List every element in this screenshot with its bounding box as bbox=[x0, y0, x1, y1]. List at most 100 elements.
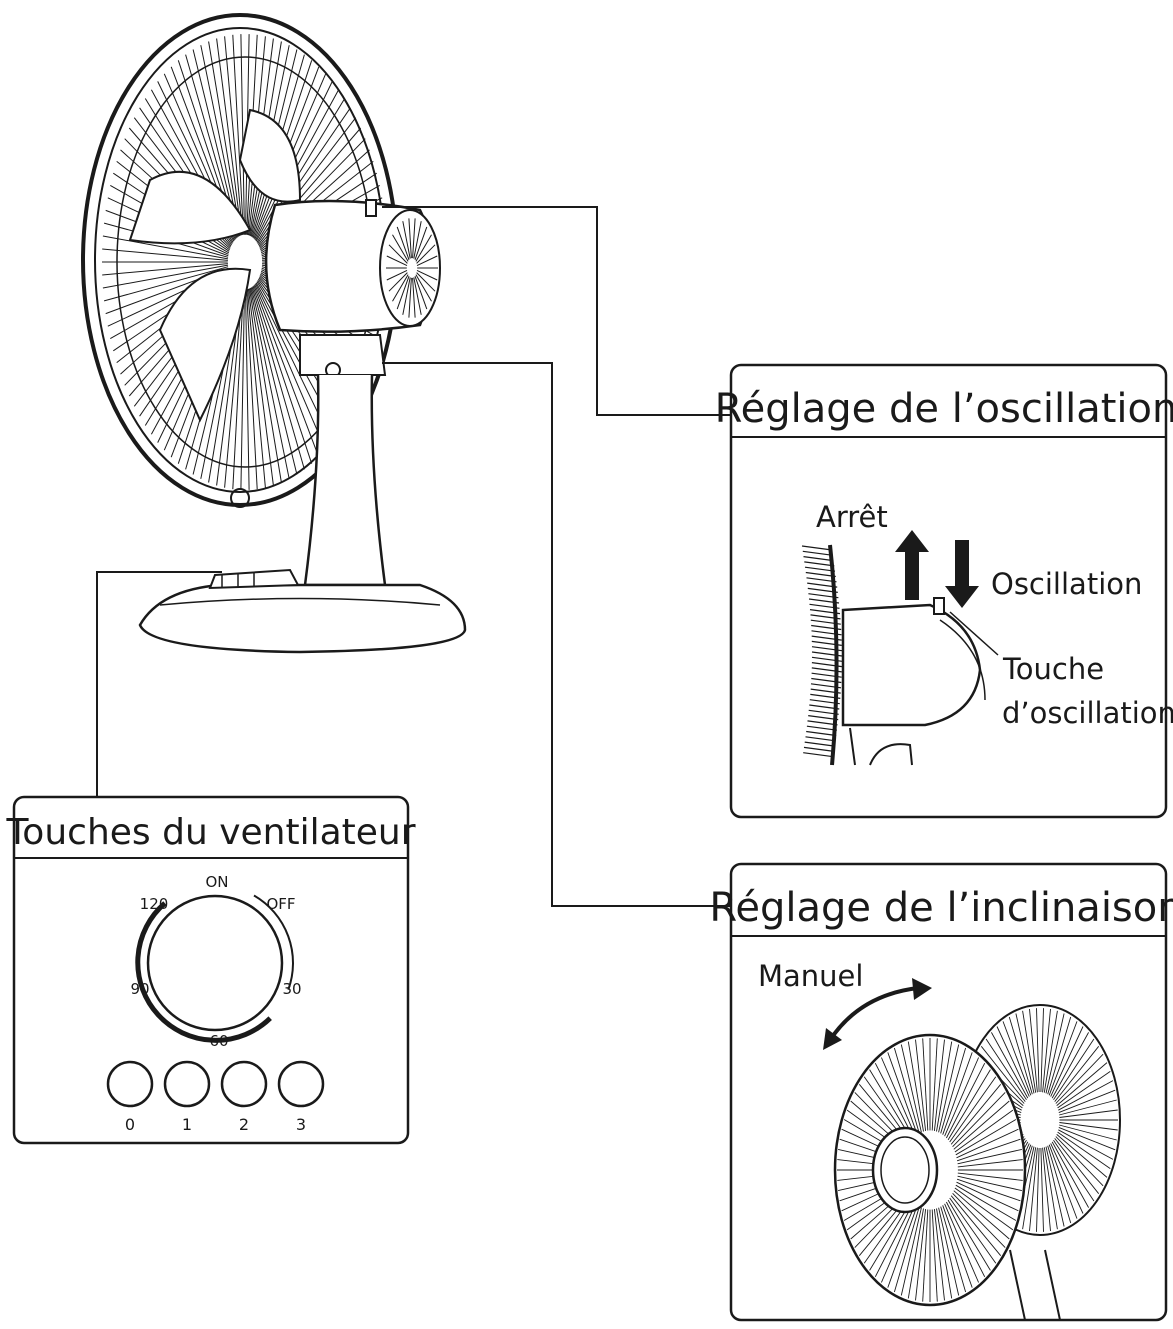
guard-wire bbox=[232, 289, 244, 490]
controls-panel-title: Touches du ventilateur bbox=[5, 812, 415, 853]
guard-wire bbox=[416, 244, 436, 264]
guard-wire bbox=[893, 1206, 920, 1293]
guard-wire bbox=[1047, 1145, 1072, 1224]
guard-wire bbox=[949, 1076, 997, 1143]
guard-wire bbox=[392, 274, 409, 302]
guard-wire bbox=[396, 276, 410, 310]
guard-wire bbox=[957, 1175, 1022, 1192]
guard-wire bbox=[980, 1046, 1026, 1102]
guard-wire bbox=[933, 1039, 945, 1131]
guard-wire bbox=[807, 720, 838, 726]
guard-wire bbox=[1040, 1147, 1044, 1232]
speed-button-3[interactable] bbox=[277, 1060, 325, 1108]
guard-wire bbox=[947, 1069, 991, 1141]
timer-label-30: 30 bbox=[282, 980, 301, 998]
guard-wire bbox=[940, 1047, 967, 1134]
guard-wire bbox=[880, 1203, 916, 1283]
speed-button-label-1: 1 bbox=[182, 1115, 192, 1134]
guard-wire bbox=[940, 1206, 967, 1293]
guard-wire bbox=[416, 255, 438, 267]
speed-button-0[interactable] bbox=[106, 1060, 154, 1108]
guard-wire bbox=[1048, 1144, 1078, 1219]
guard-wire bbox=[1036, 1147, 1040, 1232]
guard-wire bbox=[414, 276, 428, 310]
guard-wire bbox=[1045, 1013, 1065, 1094]
guard-wire bbox=[1029, 1008, 1038, 1093]
guard-wire bbox=[1058, 1089, 1116, 1114]
speed-button-2[interactable] bbox=[220, 1060, 268, 1108]
guard-wire bbox=[804, 561, 835, 567]
guard-wire bbox=[240, 289, 245, 490]
guard-wire bbox=[954, 1109, 1014, 1153]
guard-wire bbox=[957, 1148, 1022, 1165]
guard-wire bbox=[388, 244, 408, 264]
oscillation-panel-title: Réglage de l’oscillation bbox=[715, 386, 1173, 432]
guard-wire bbox=[413, 221, 422, 259]
guard-wire bbox=[1055, 1053, 1104, 1104]
guard-wire bbox=[1056, 1134, 1108, 1178]
guard-wire bbox=[208, 41, 242, 236]
guard-wire bbox=[953, 1190, 1010, 1240]
guard-wire bbox=[396, 226, 410, 260]
guard-wire bbox=[1050, 1026, 1084, 1097]
guard-wire bbox=[1051, 1032, 1089, 1099]
guard-wire bbox=[803, 752, 834, 758]
label-oscillation-key-line1: Touche bbox=[1002, 652, 1104, 686]
guard-wire bbox=[956, 1138, 1021, 1162]
guard-wire bbox=[416, 272, 436, 292]
guard-wire bbox=[386, 255, 408, 267]
guard-wire bbox=[900, 1207, 922, 1296]
speed-button-label-3: 3 bbox=[296, 1115, 306, 1134]
guard-wire bbox=[1057, 1071, 1111, 1109]
guard-wire bbox=[1056, 1062, 1108, 1106]
guard-wire bbox=[955, 1184, 1017, 1221]
guard-wire bbox=[1048, 1021, 1078, 1096]
guard-wire bbox=[996, 1026, 1030, 1097]
guard-wire bbox=[1002, 1021, 1032, 1096]
guard-wire bbox=[991, 1032, 1029, 1099]
label-manual: Manuel bbox=[758, 959, 863, 993]
guard-wire bbox=[1008, 1016, 1033, 1095]
timer-dial-icon[interactable] bbox=[135, 894, 294, 1043]
arrow-down-icon bbox=[945, 540, 979, 608]
guard-wire bbox=[246, 289, 266, 488]
connector-lines bbox=[96, 206, 731, 907]
guard-wire bbox=[1047, 1016, 1072, 1095]
guard-wire bbox=[416, 269, 438, 281]
guard-wire bbox=[1054, 1138, 1100, 1194]
guard-wire bbox=[1058, 1129, 1114, 1160]
speed-button-1[interactable] bbox=[163, 1060, 211, 1108]
guard-wire bbox=[887, 1205, 918, 1288]
guard-wire bbox=[956, 1181, 1019, 1212]
guard-wire bbox=[805, 571, 836, 578]
guard-wire bbox=[249, 287, 290, 479]
guard-wire bbox=[806, 725, 837, 731]
oscillation-detail-drawing bbox=[801, 544, 999, 766]
guard-wire bbox=[950, 1195, 1002, 1256]
guard-wire bbox=[232, 34, 244, 235]
guard-wire bbox=[1051, 1141, 1089, 1208]
guard-wire bbox=[414, 226, 428, 260]
timer-label-120: 120 bbox=[140, 895, 169, 913]
guard-wire bbox=[1022, 1010, 1037, 1093]
guard-wire bbox=[933, 1209, 945, 1301]
guard-wire bbox=[954, 1187, 1014, 1231]
guard-wire bbox=[907, 1041, 924, 1132]
guard-wire bbox=[952, 1192, 1006, 1248]
timer-label-60: 60 bbox=[209, 1032, 228, 1050]
guard-wire bbox=[102, 264, 229, 289]
guard-wire bbox=[944, 1057, 980, 1137]
guard-wire bbox=[408, 218, 412, 259]
guard-wire bbox=[1045, 1146, 1065, 1227]
guard-wire bbox=[1036, 1008, 1040, 1093]
guard-wire bbox=[949, 1197, 997, 1264]
guard-wire bbox=[1058, 1126, 1116, 1151]
guard-wire bbox=[1058, 1080, 1114, 1111]
guard-wire bbox=[1059, 1099, 1117, 1116]
guard-wire bbox=[412, 277, 416, 318]
guard-wire bbox=[1040, 1008, 1044, 1093]
guard-wire bbox=[874, 1062, 915, 1139]
fan-icon bbox=[81, 13, 467, 654]
guard-wire bbox=[950, 1084, 1002, 1145]
guard-wire bbox=[254, 284, 327, 451]
